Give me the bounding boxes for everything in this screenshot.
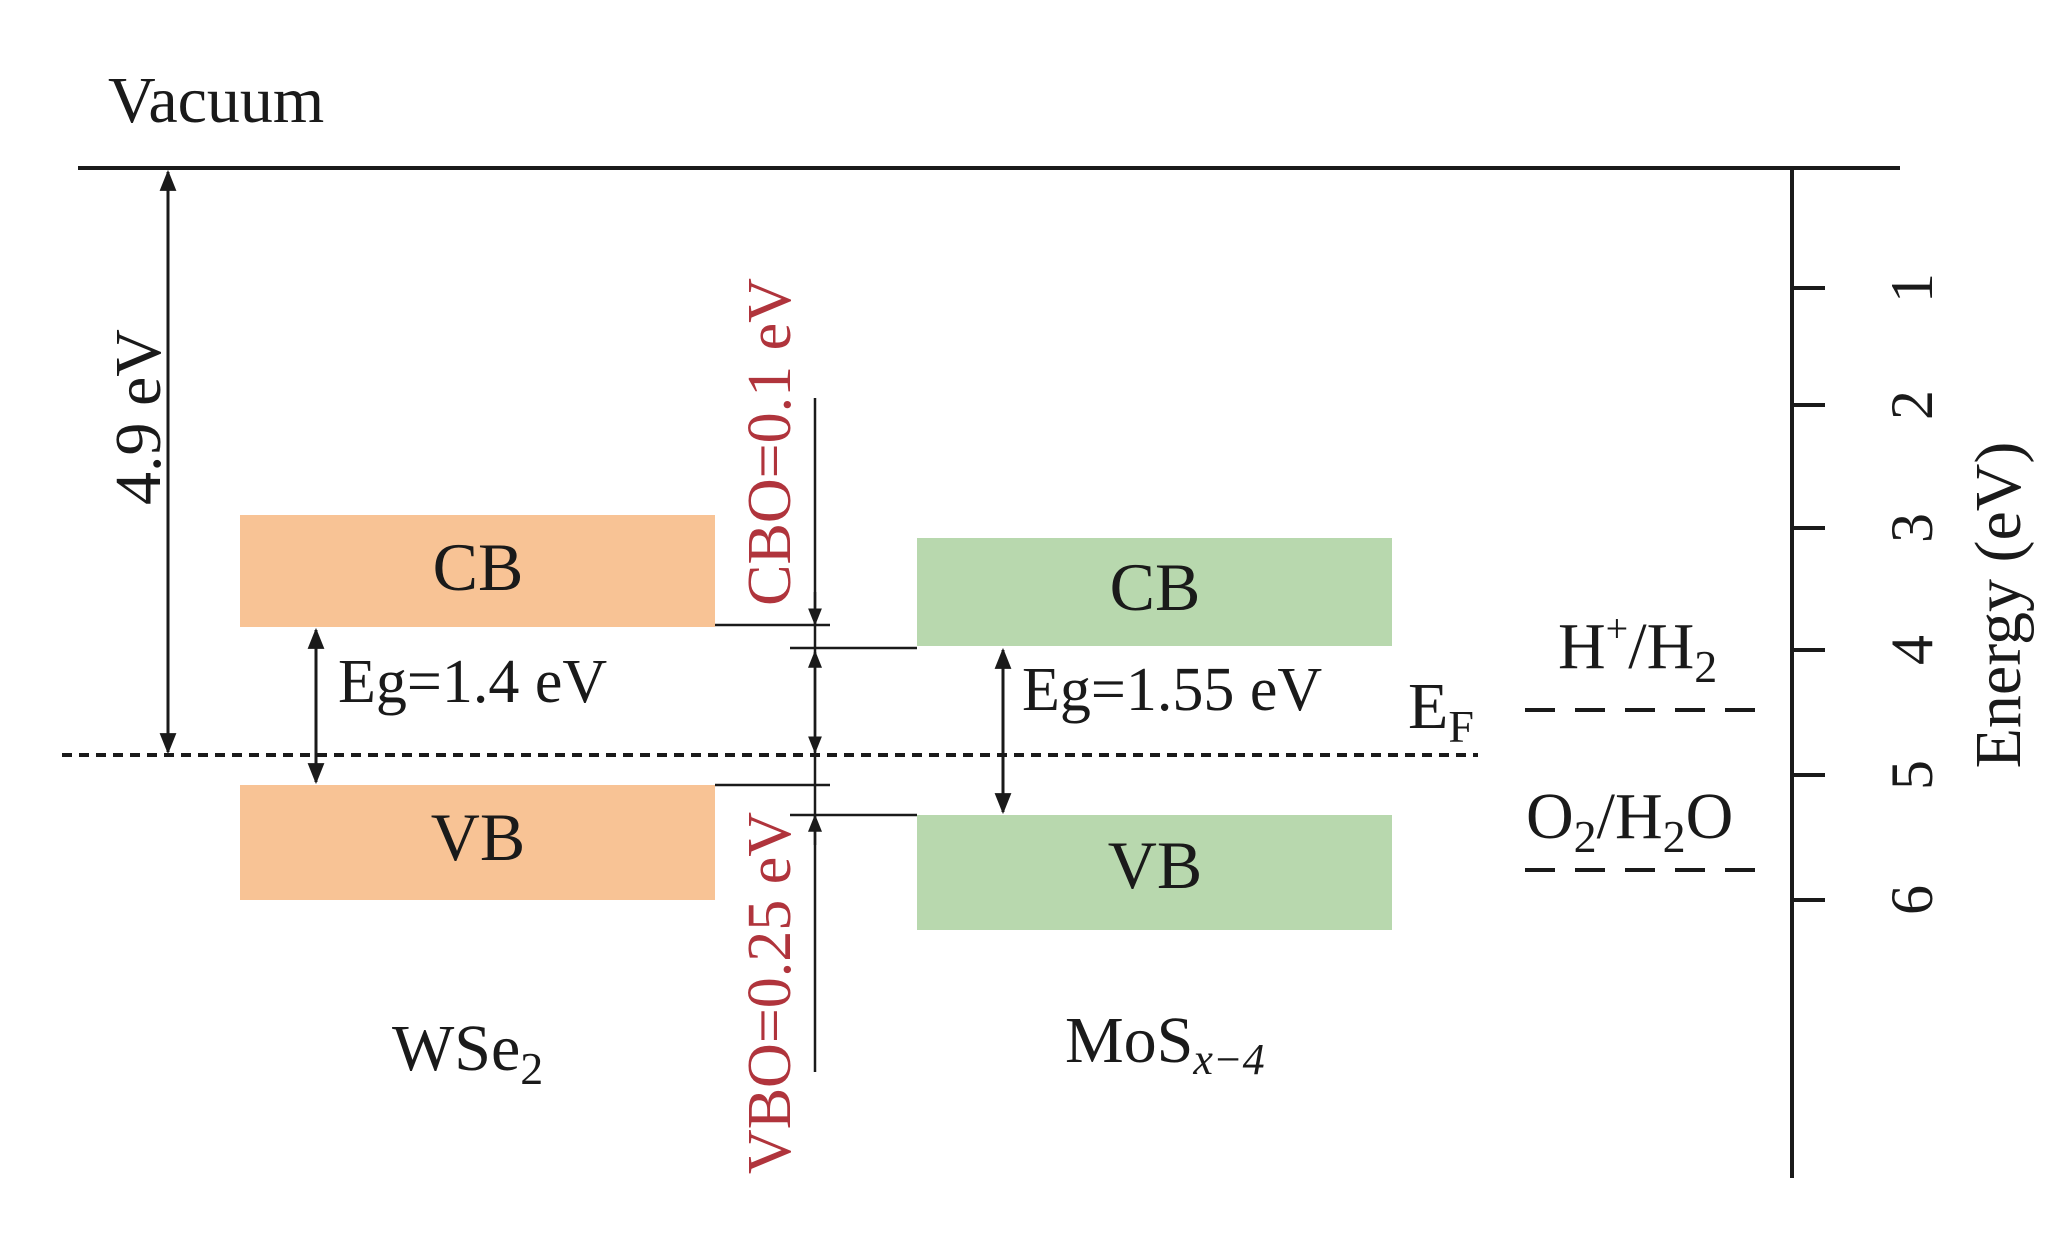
wse2-bandgap-label: Eg=1.4 eV (338, 648, 607, 716)
wse2-cb-label: CB (433, 529, 524, 605)
wse2-vb-label: VB (431, 799, 525, 875)
vbo-label: VBO=0.25 eV (736, 812, 804, 1174)
wse2-valence-band (240, 785, 715, 900)
mos-bandgap-label: Eg=1.55 eV (1022, 656, 1322, 724)
energy-axis-ticks (1792, 286, 1825, 902)
axis-tick-label-1: 1 (1879, 273, 1945, 303)
axis-tick-label-5: 5 (1879, 760, 1945, 790)
work-function-label: 4.9 eV (102, 329, 175, 505)
fermi-label: EF (1408, 670, 1474, 752)
axis-tick-label-3: 3 (1879, 513, 1945, 543)
energy-axis-title: Energy (eV) (1962, 442, 2035, 769)
o-redox-label: O2/H2O (1526, 780, 1733, 862)
vacuum-label: Vacuum (108, 64, 324, 137)
axis-tick-label-4: 4 (1879, 635, 1945, 665)
mos-vb-label: VB (1108, 827, 1202, 903)
axis-tick-label-2: 2 (1879, 390, 1945, 420)
wse2-material-label: WSe2 (392, 1012, 543, 1094)
h-redox-label: H+/H2 (1558, 606, 1717, 692)
wse2-conduction-band (240, 515, 715, 627)
mos-valence-band (917, 815, 1392, 930)
axis-tick-label-6: 6 (1879, 885, 1945, 915)
cbo-label: CBO=0.1 eV (736, 278, 804, 606)
mos-material-label: MoSx−4 (1065, 1004, 1265, 1084)
mos-cb-label: CB (1110, 549, 1201, 625)
mos-conduction-band (917, 538, 1392, 646)
